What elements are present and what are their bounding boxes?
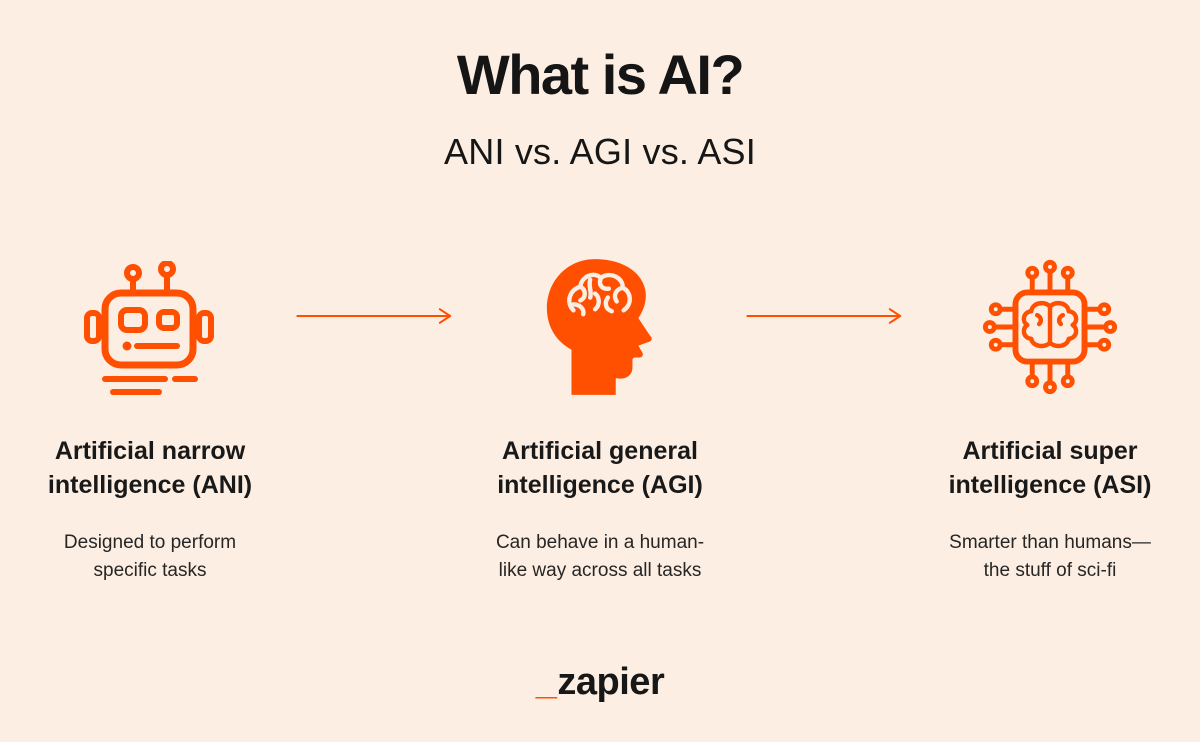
description-agi: Can behave in a human- like way across a… <box>496 529 704 586</box>
desc-line: specific tasks <box>93 560 207 581</box>
zapier-logo: _zapier <box>0 661 1200 704</box>
desc-line: Can behave in a human- <box>495 531 705 553</box>
heading-ani: Artificial narrow intelligence (ANI) <box>48 435 252 503</box>
head-brain-icon <box>541 231 659 401</box>
desc-line: like way across all tasks <box>498 560 702 581</box>
column-asi: Artificial super intelligence (ASI) Smar… <box>905 231 1195 586</box>
page-title: What is AI? <box>456 43 745 106</box>
logo-text: zapier <box>557 661 665 703</box>
flow-arrow-icon <box>295 231 455 401</box>
flow-arrow-icon <box>745 231 905 401</box>
heading-asi: Artificial super intelligence (ASI) <box>949 435 1152 503</box>
description-asi: Smarter than humans— the stuff of sci-fi <box>949 529 1151 586</box>
heading-agi: Artificial general intelligence (AGI) <box>497 435 703 503</box>
page-subtitle: ANI vs. AGI vs. ASI <box>444 131 756 172</box>
desc-line: Smarter than humans— <box>949 531 1151 553</box>
heading-line: intelligence (ASI) <box>948 470 1152 499</box>
heading-line: intelligence (ANI) <box>47 470 253 499</box>
heading-line: Artificial narrow <box>54 437 246 465</box>
header: What is AI? ANI vs. AGI vs. ASI <box>0 0 1200 173</box>
desc-line: the stuff of sci-fi <box>983 560 1117 581</box>
heading-line: intelligence (AGI) <box>497 470 703 499</box>
chip-brain-icon <box>976 231 1124 401</box>
robot-icon <box>75 231 225 401</box>
description-ani: Designed to perform specific tasks <box>64 529 236 586</box>
heading-line: Artificial general <box>502 437 698 465</box>
column-agi: Artificial general intelligence (AGI) Ca… <box>455 231 745 586</box>
heading-line: Artificial super <box>962 437 1138 465</box>
column-ani: Artificial narrow intelligence (ANI) Des… <box>5 231 295 586</box>
logo-underscore: _ <box>535 661 557 703</box>
desc-line: Designed to perform <box>63 531 237 553</box>
footer: _zapier <box>0 661 1200 704</box>
ai-types-flow: Artificial narrow intelligence (ANI) Des… <box>0 231 1200 586</box>
